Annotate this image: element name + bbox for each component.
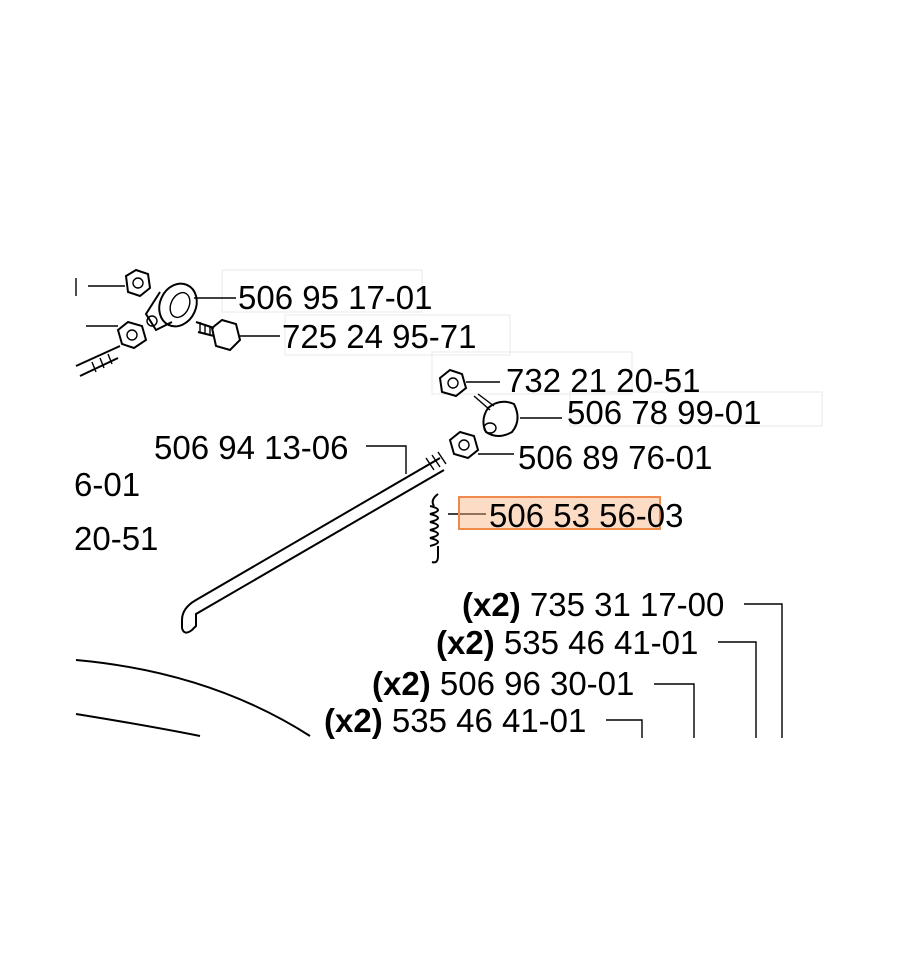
mower-body-outline [75, 659, 311, 737]
part-label-506-53-56-03: 506 53 56-03 [489, 497, 684, 534]
part-label-535-46-41-01-a: (x2) 535 46 41-01 [436, 626, 698, 659]
hex-nut-506-89 [448, 430, 480, 460]
quantity-badge: (x2) [462, 586, 521, 623]
tension-spring [429, 493, 439, 564]
hex-nut-left [116, 320, 148, 350]
part-label-735-31-17-00: (x2) 735 31 17-00 [462, 588, 724, 621]
bolt-725 [195, 318, 242, 352]
part-label-732-21-20-51: 732 21 20-51 [506, 362, 701, 399]
cropped-label-b: 20-51 [74, 520, 159, 557]
quantity-badge: (x2) [324, 702, 383, 739]
part-label-506-94-13-06: 506 94 13-06 [154, 429, 349, 466]
part-label-725-24-95-71: 725 24 95-71 [282, 318, 477, 355]
part-number: 506 96 30-01 [439, 665, 635, 702]
part-label-506-96-30-01: (x2) 506 96 30-01 [372, 667, 634, 700]
highlight-box [458, 496, 661, 530]
hex-nut-732 [438, 368, 468, 398]
ball-joint [473, 393, 519, 437]
part-label-506-89-76-01: 506 89 76-01 [518, 439, 713, 476]
cropped-label-a: 6-01 [74, 466, 141, 503]
part-number: 535 46 41-01 [503, 624, 699, 661]
part-number: 735 31 17-00 [529, 586, 725, 623]
long-rod [181, 451, 447, 634]
part-label-506-95-17-01: 506 95 17-01 [238, 279, 433, 316]
part-number: 535 46 41-01 [391, 702, 587, 739]
hex-nut-top-left [124, 268, 152, 298]
eye-connector [144, 282, 198, 332]
part-label-506-78-99-01: 506 78 99-01 [567, 394, 762, 431]
quantity-badge: (x2) [436, 624, 495, 661]
quantity-badge: (x2) [372, 665, 431, 702]
threaded-rod-left [75, 345, 121, 377]
part-label-535-46-41-01-b: (x2) 535 46 41-01 [324, 704, 586, 737]
